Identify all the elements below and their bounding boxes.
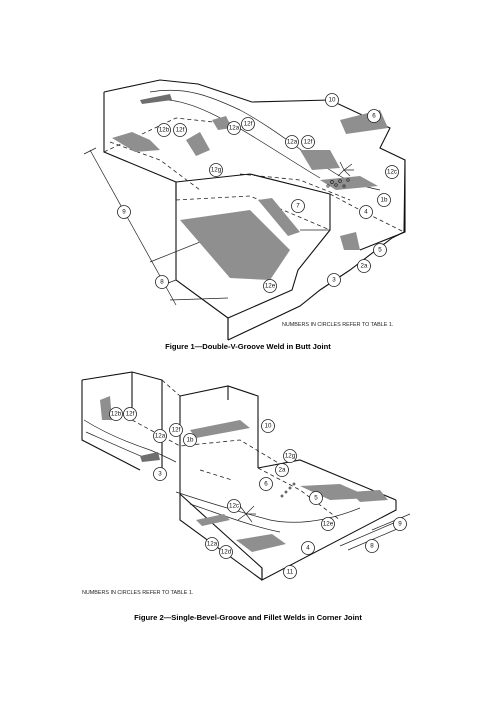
svg-text:2a: 2a: [279, 467, 286, 474]
svg-text:12f: 12f: [126, 411, 135, 418]
svg-text:12b: 12b: [111, 411, 122, 418]
svg-text:12e: 12e: [323, 521, 334, 528]
figure-2-note: NUMBERS IN CIRCLES REFER TO TABLE 1.: [82, 590, 193, 596]
callout-circle: 12g: [209, 163, 223, 177]
porosity-line-icon: [280, 482, 296, 498]
svg-text:12a: 12a: [155, 433, 166, 440]
svg-text:12f: 12f: [304, 139, 313, 146]
svg-text:12a: 12a: [287, 139, 298, 146]
callout-circle: 2a: [275, 463, 289, 477]
callout-circle: 9: [393, 517, 407, 531]
svg-text:10: 10: [265, 423, 272, 430]
callout-circle: 12f: [241, 117, 255, 131]
svg-text:11: 11: [287, 569, 294, 576]
callout-circle: 10: [325, 93, 339, 107]
callout-circle: 8: [155, 275, 169, 289]
figure-2-drawing: [81, 371, 411, 581]
svg-text:1b: 1b: [187, 437, 194, 444]
svg-text:5: 5: [314, 495, 318, 502]
svg-text:8: 8: [160, 279, 164, 286]
svg-text:12d: 12d: [221, 549, 232, 556]
callout-circle: 12f: [173, 123, 187, 137]
callout-circle: 1b: [183, 433, 197, 447]
callout-circle: 12f: [301, 135, 315, 149]
svg-text:4: 4: [306, 545, 310, 552]
callout-circle: 12f: [123, 407, 137, 421]
figure-2-callouts: 12b 12f 12a 12f 1b 10 3 12g 2a 6 5 12c 1…: [109, 407, 407, 579]
callout-circle: 12g: [283, 449, 297, 463]
svg-text:12e: 12e: [265, 283, 276, 290]
figure-1-callouts: 10 6 12b 12f 12a 12f 12a 12f 12g 12c 7 1…: [117, 93, 399, 293]
callout-circle: 1b: [377, 193, 391, 207]
svg-text:12a: 12a: [229, 125, 240, 132]
svg-text:9: 9: [398, 521, 402, 528]
callout-circle: 12a: [153, 429, 167, 443]
svg-text:12b: 12b: [159, 127, 170, 134]
callout-circle: 12e: [321, 517, 335, 531]
callout-circle: 7: [291, 199, 305, 213]
callout-circle: 10: [261, 419, 275, 433]
svg-text:12c: 12c: [387, 169, 397, 176]
callout-circle: 12c: [227, 499, 241, 513]
callout-circle: 2a: [357, 259, 371, 273]
callout-circle: 12a: [227, 121, 241, 135]
callout-circle: 3: [153, 467, 167, 481]
callout-circle: 12b: [109, 407, 123, 421]
callout-circle: 6: [367, 109, 381, 123]
svg-text:6: 6: [264, 481, 268, 488]
svg-text:12g: 12g: [285, 453, 296, 460]
callout-circle: 12a: [205, 537, 219, 551]
svg-text:12a: 12a: [207, 541, 218, 548]
porosity-cluster-icon: [326, 178, 350, 188]
svg-text:2a: 2a: [361, 263, 368, 270]
callout-circle: 12b: [157, 123, 171, 137]
svg-text:12c: 12c: [229, 503, 239, 510]
svg-text:1b: 1b: [381, 197, 388, 204]
figure-2-caption: Figure 2—Single-Bevel-Groove and Fillet …: [134, 613, 362, 622]
svg-text:9: 9: [122, 209, 126, 216]
svg-text:10: 10: [329, 97, 336, 104]
svg-text:3: 3: [332, 277, 336, 284]
callout-circle: 4: [301, 541, 315, 555]
callout-circle: 6: [259, 477, 273, 491]
svg-text:12f: 12f: [176, 127, 185, 134]
figure-1-caption: Figure 1—Double-V-Groove Weld in Butt Jo…: [165, 342, 331, 351]
callout-circle: 12a: [285, 135, 299, 149]
callout-circle: 9: [117, 205, 131, 219]
svg-text:4: 4: [364, 209, 368, 216]
svg-text:5: 5: [378, 247, 382, 254]
svg-text:8: 8: [370, 543, 374, 550]
figure-1-drawing: [83, 79, 406, 341]
callout-circle: 12c: [385, 165, 399, 179]
callout-circle: 5: [309, 491, 323, 505]
figure-1-note: NUMBERS IN CIRCLES REFER TO TABLE 1.: [282, 322, 393, 328]
callout-circle: 11: [283, 565, 297, 579]
svg-text:12f: 12f: [172, 427, 181, 434]
callout-circle: 12f: [169, 423, 183, 437]
callout-circle: 12e: [263, 279, 277, 293]
callout-circle: 12d: [219, 545, 233, 559]
svg-text:12f: 12f: [244, 121, 253, 128]
svg-text:3: 3: [158, 471, 162, 478]
callout-circle: 3: [327, 273, 341, 287]
callout-circle: 8: [365, 539, 379, 553]
svg-text:7: 7: [296, 203, 300, 210]
svg-text:12g: 12g: [211, 167, 222, 174]
callout-circle: 4: [359, 205, 373, 219]
callout-circle: 5: [373, 243, 387, 257]
svg-text:6: 6: [372, 113, 376, 120]
